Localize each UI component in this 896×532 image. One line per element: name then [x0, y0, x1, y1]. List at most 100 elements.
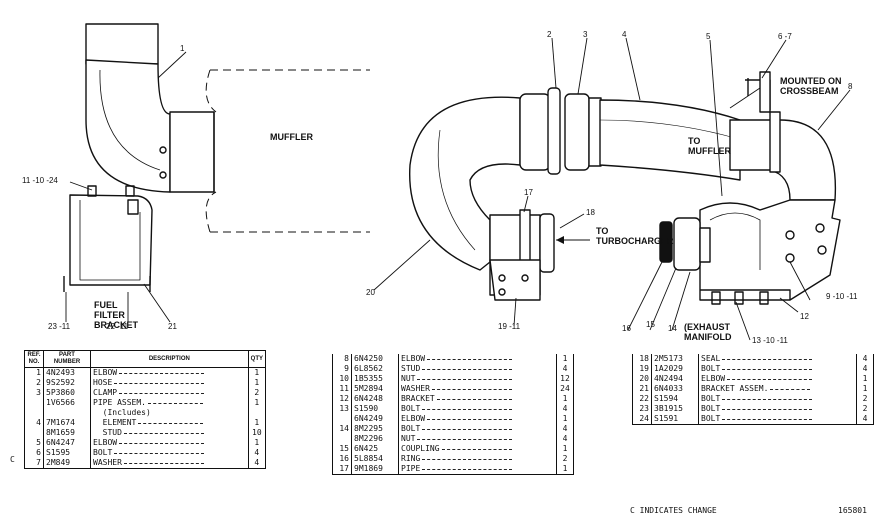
cell-pn: 5L8854 — [351, 454, 399, 464]
cell-pn: S1591 — [651, 414, 699, 425]
cell-ref-text: 10 — [339, 374, 349, 383]
cell-desc: RING — [398, 454, 557, 464]
dotted-leader — [422, 368, 513, 370]
cell-desc-text: BOLT — [401, 424, 421, 433]
cell-pn-text: 4N2494 — [654, 374, 683, 383]
dotted-leader — [727, 378, 813, 380]
cell-desc: BOLT — [398, 424, 557, 434]
cell-qty-text: 1 — [254, 368, 260, 377]
dotted-leader — [431, 388, 512, 390]
cell-ref: 12 — [332, 394, 352, 404]
cell-pn: 6N4249 — [351, 414, 399, 424]
cell-qty-text: 24 — [560, 384, 570, 393]
cell-ref-text: 13 — [339, 404, 349, 413]
cell-pn-text: 4N2493 — [46, 368, 75, 377]
cell-qty-text: 1 — [562, 354, 568, 363]
cell-qty: 4 — [557, 404, 574, 414]
cell-pn-text: 6N4247 — [46, 438, 75, 447]
callout-leaders — [65, 37, 851, 341]
callout-15: 15 — [646, 320, 655, 329]
cell-desc: (Includes) — [90, 408, 249, 418]
cell-pn: 6N425 — [351, 444, 399, 454]
to-turbocharger-label: TO TURBOCHARGER — [596, 226, 674, 246]
cell-qty-text: 4 — [562, 434, 568, 443]
callout-4: 4 — [622, 30, 627, 39]
cell-qty-text: 1 — [862, 384, 868, 393]
cell-pn-text: S1591 — [654, 414, 679, 423]
to-muffler-label: TO MUFFLER — [688, 136, 731, 156]
figure-number: 165801 — [838, 506, 867, 515]
cell-ref-text: 14 — [339, 424, 349, 433]
cell-pn-text: 5L8854 — [354, 454, 383, 463]
cell-pn: 1A2029 — [651, 364, 699, 374]
dotted-leader — [422, 468, 513, 470]
cell-qty-text: 4 — [254, 448, 260, 457]
cell-pn: 4N2494 — [651, 374, 699, 384]
dotted-leader — [722, 418, 813, 420]
cell-desc: ELBOW — [398, 414, 557, 424]
cell-qty-text: 10 — [252, 428, 262, 437]
cell-qty-text: 1 — [862, 374, 868, 383]
cell-qty: 12 — [557, 374, 574, 384]
cell-pn: 6N4033 — [651, 384, 699, 394]
cell-qty: 1 — [557, 464, 574, 475]
dotted-leader — [417, 378, 513, 380]
callout-12: 12 — [800, 312, 809, 321]
callout-14: 14 — [668, 324, 677, 333]
cell-desc-text: BOLT — [93, 448, 113, 457]
cell-qty: 2 — [857, 394, 874, 404]
dotted-leader — [722, 358, 813, 360]
cell-qty: 1 — [557, 394, 574, 404]
cell-pn-text: 3B1915 — [654, 404, 683, 413]
cell-qty — [248, 408, 265, 418]
cell-pn: 3B1915 — [651, 404, 699, 414]
mounted-on-crossbeam-label: MOUNTED ON CROSSBEAM — [780, 76, 842, 96]
exhaust-manifold-label: (EXHAUST MANIFOLD — [684, 322, 732, 342]
cell-qty: 4 — [857, 414, 874, 425]
cell-qty-text: 12 — [560, 374, 570, 383]
cell-desc: NUT — [398, 434, 557, 444]
cell-pn: 8M1659 — [43, 428, 91, 438]
muffler-outline — [205, 69, 370, 233]
cell-pn: 9S2592 — [43, 378, 91, 388]
cell-qty: 10 — [248, 428, 265, 438]
cell-qty: 1 — [248, 368, 265, 379]
cell-qty-text: 1 — [562, 414, 568, 423]
dotted-leader — [119, 372, 205, 374]
cell-ref: 14 — [332, 424, 352, 434]
cell-ref-text: 12 — [339, 394, 349, 403]
cell-ref-text: 11 — [339, 384, 349, 393]
cell-ref-text: 18 — [639, 354, 649, 363]
dotted-leader — [722, 368, 813, 370]
cell-pn-text: 6L8562 — [354, 364, 383, 373]
cell-qty: 2 — [557, 454, 574, 464]
callout-5: 5 — [706, 32, 711, 41]
callout-19-11: 19 -11 — [498, 322, 521, 331]
cell-desc: BOLT — [398, 404, 557, 414]
cell-pn-text: 8M2296 — [354, 434, 383, 443]
cell-desc: WASHER — [398, 384, 557, 394]
cell-qty: 2 — [857, 404, 874, 414]
cell-ref-text: 24 — [639, 414, 649, 423]
cell-ref: 4 — [24, 418, 44, 428]
callout-16: 16 — [622, 324, 631, 333]
cell-ref-text: 19 — [639, 364, 649, 373]
header-qty: QTY — [248, 350, 266, 368]
cell-desc: STUD — [90, 428, 249, 438]
cell-qty: 1 — [557, 444, 574, 454]
callout-6-7: 6 -7 — [778, 32, 792, 41]
cell-pn: 7M1674 — [43, 418, 91, 428]
fuel-filter-bracket-label: FUEL FILTER BRACKET — [94, 300, 138, 330]
cell-ref: 2 — [24, 378, 44, 388]
